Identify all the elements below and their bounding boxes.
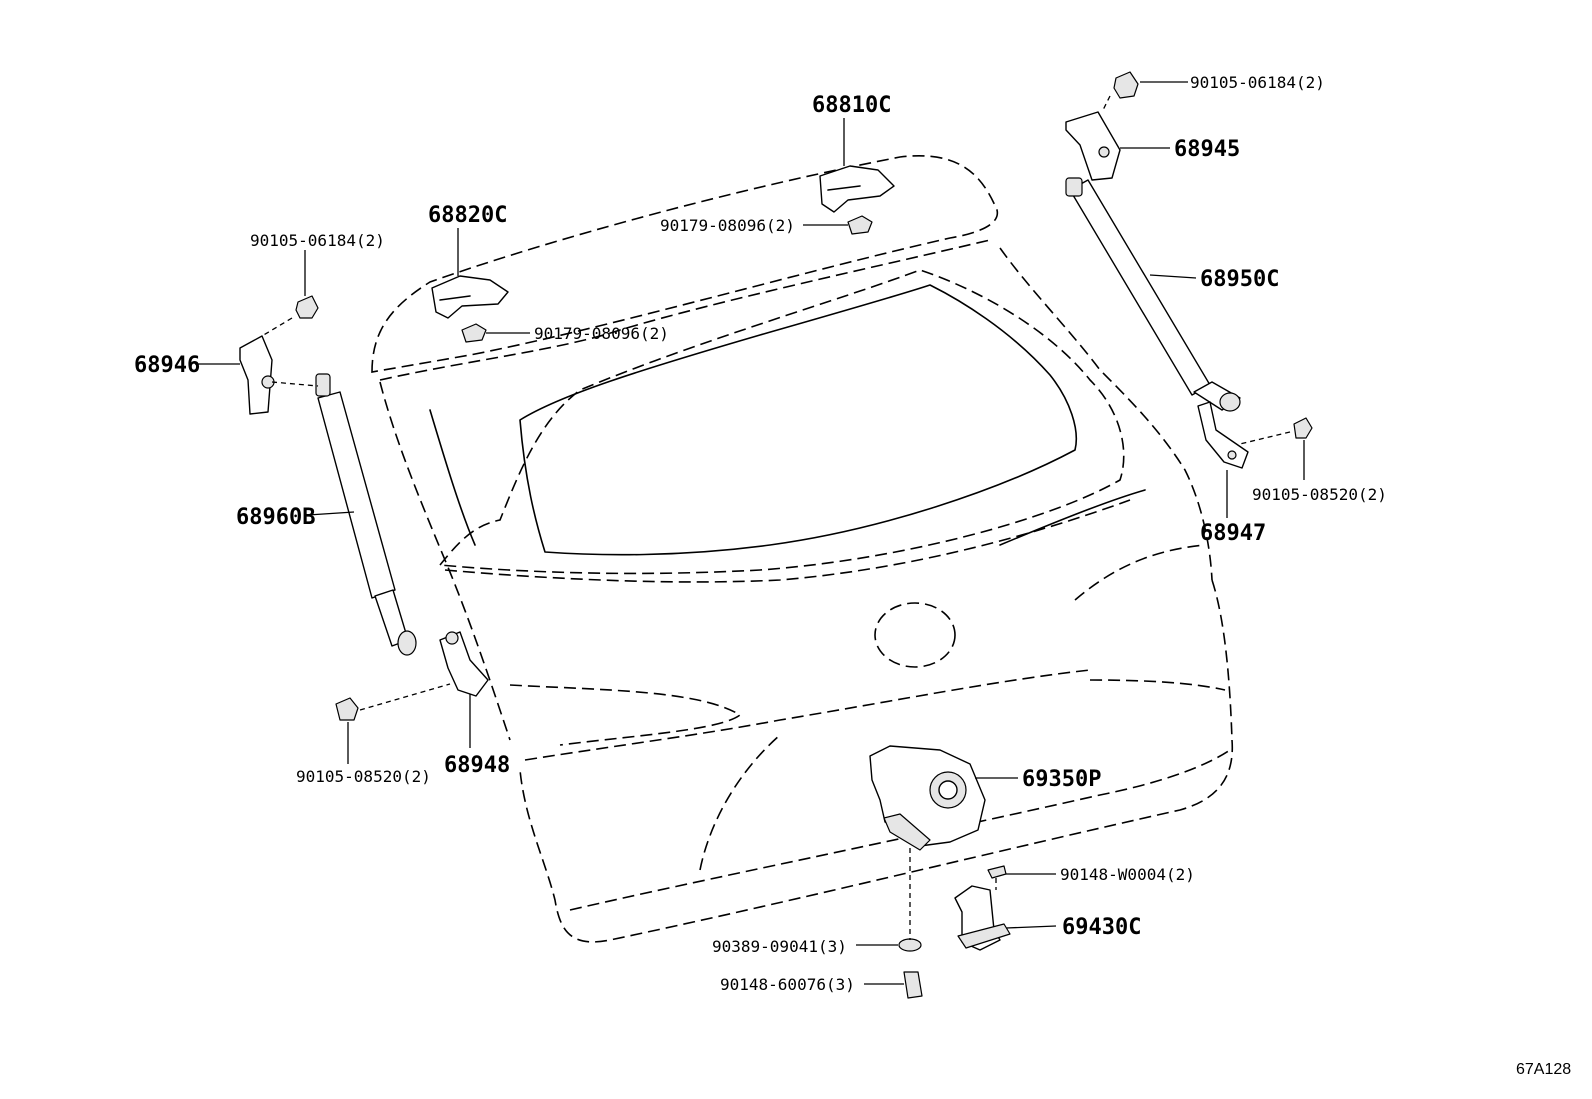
label-68960B: 68960B — [236, 505, 315, 530]
assembly-guides — [261, 95, 1291, 940]
label-bolt-top-right: 90105-06184(2) — [1190, 73, 1325, 92]
label-bolt-right-mid: 90105-08520(2) — [1252, 485, 1387, 504]
leader-lines — [195, 81, 1305, 985]
label-68947: 68947 — [1200, 521, 1266, 546]
diagram-code: 67A128 — [1516, 1061, 1571, 1078]
label-68950C: 68950C — [1200, 267, 1279, 292]
label-68810C: 68810C — [812, 93, 891, 118]
label-screw-lock: 90148-60076(3) — [720, 975, 855, 994]
label-68945: 68945 — [1174, 137, 1240, 162]
bracket-68946 — [239, 335, 275, 415]
gas-strut-right — [1065, 177, 1241, 412]
fasteners — [295, 71, 1313, 999]
window-glass — [429, 284, 1146, 556]
label-screw-striker: 90148-W0004(2) — [1060, 865, 1195, 884]
bracket-68945 — [1065, 111, 1121, 181]
bracket-68948 — [439, 631, 489, 697]
hinge-68820C — [431, 275, 509, 319]
striker-69430C — [954, 885, 1011, 951]
label-69430C: 69430C — [1062, 915, 1141, 940]
label-washer-lock: 90389-09041(3) — [712, 937, 847, 956]
label-bolt-left-bottom: 90105-08520(2) — [296, 767, 431, 786]
label-68820C: 68820C — [428, 203, 507, 228]
bracket-68947 — [1197, 401, 1249, 469]
label-68946: 68946 — [134, 353, 200, 378]
lock-assembly-69350P — [869, 745, 986, 851]
label-nut-center-left: 90179-08096(2) — [534, 324, 669, 343]
label-68948: 68948 — [444, 753, 510, 778]
label-nut-center-right: 90179-08096(2) — [660, 216, 795, 235]
gas-strut-left — [315, 373, 417, 656]
back-door-outline — [371, 155, 1234, 943]
label-bolt-top-left: 90105-06184(2) — [250, 231, 385, 250]
label-69350P: 69350P — [1022, 767, 1101, 792]
part-labels: 68810C 90105-06184(2) 68945 90179-08096(… — [134, 73, 1571, 1078]
hinge-68810C — [819, 165, 895, 213]
